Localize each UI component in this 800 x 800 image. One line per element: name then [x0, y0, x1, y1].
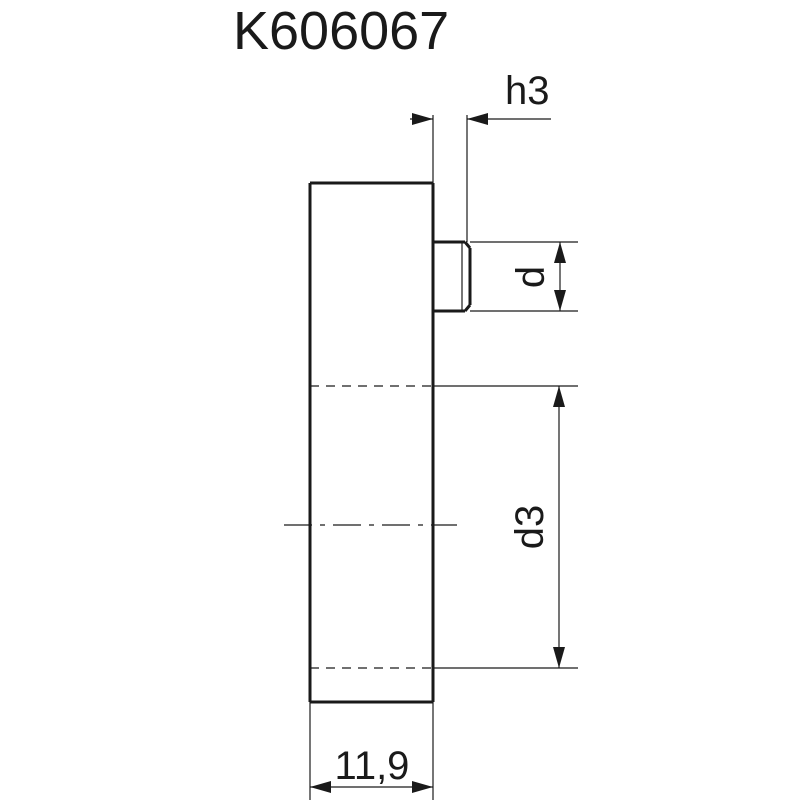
dimension-d3 [433, 385, 578, 669]
part-number-title: K606067 [233, 1, 449, 61]
dimension-label-h3: h3 [505, 69, 550, 113]
hidden-lines [310, 385, 433, 669]
dimension-h3 [410, 113, 551, 242]
dimension-label-d3: d3 [508, 505, 552, 550]
dimension-d [470, 241, 578, 312]
dimension-width [309, 702, 434, 800]
threaded-stud [433, 240, 472, 313]
main-body [308, 181, 435, 704]
dimension-label-width: 11,9 [335, 744, 410, 788]
dimension-label-d: d [509, 266, 553, 288]
